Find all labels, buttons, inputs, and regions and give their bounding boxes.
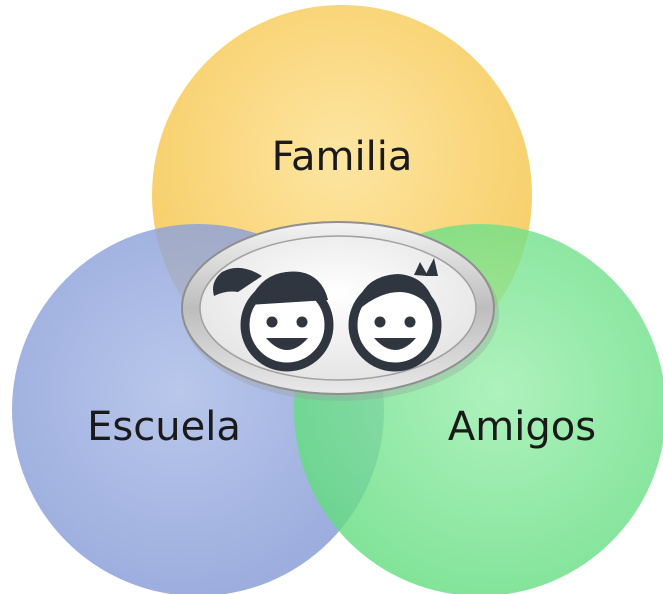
- label-amigos: Amigos: [447, 404, 597, 450]
- label-escuela: Escuela: [87, 404, 241, 450]
- two-children-faces-icon: [213, 258, 442, 372]
- label-familia: Familia: [271, 134, 413, 180]
- center-emblem: [181, 221, 499, 401]
